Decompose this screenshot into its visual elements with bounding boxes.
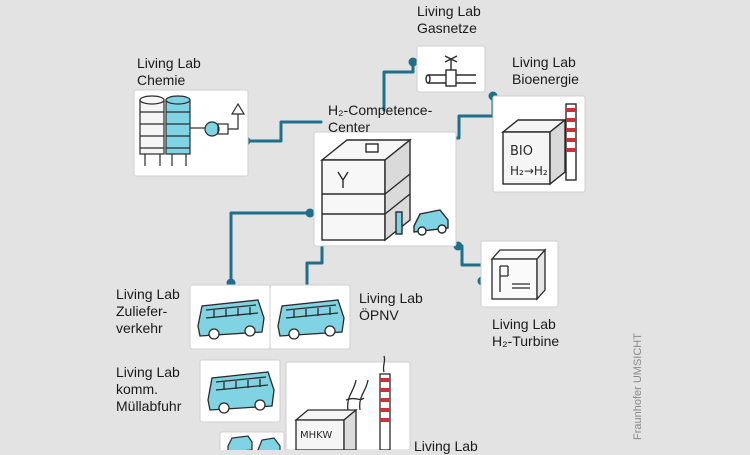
dot-zuliefer-top [305, 208, 315, 218]
label-center-line1: H₂-Competence- [328, 102, 433, 118]
label-turbine-line1: Living Lab [492, 316, 556, 332]
label-mhkw: Living Lab [414, 438, 478, 455]
bus-icon [197, 299, 265, 340]
label-zuliefer-line2: Zuliefer- [116, 303, 168, 319]
label-muellabfuhr-line1: Living Lab [116, 364, 180, 380]
label-chemie-line1: Living Lab [137, 55, 201, 71]
vehicle-icon [227, 435, 281, 450]
bus-icon [277, 299, 345, 340]
label-gasnetze: Living Lab Gasnetze [417, 3, 481, 37]
card-mhkw: MHKW [285, 355, 411, 450]
label-chemie: Living Lab Chemie [137, 55, 201, 89]
label-oepnv-line1: Living Lab [359, 290, 423, 306]
competence-center-building-icon [320, 138, 449, 242]
image-credit: Fraunhofer UMSICHT [632, 333, 644, 440]
label-zuliefer: Living Lab Zuliefer- verkehr [116, 286, 180, 337]
connector-zuliefer [229, 211, 312, 285]
bio-sketch-text-1: BIO [510, 144, 533, 159]
label-bioenergie-line1: Living Lab [512, 54, 576, 70]
label-gasnetze-line2: Gasnetze [417, 20, 477, 36]
label-center: H₂-Competence- Center [328, 102, 432, 136]
label-bioenergie: Living Lab Bioenergie [512, 54, 579, 88]
pipeline-valve-icon [425, 55, 476, 87]
label-oepnv-line2: ÖPNV [359, 307, 399, 323]
label-center-line2: Center [328, 119, 371, 135]
turbine-box-icon [490, 248, 547, 301]
card-chemie [133, 89, 249, 177]
label-bioenergie-line2: Bioenergie [512, 71, 579, 87]
bio-plant-icon [501, 103, 577, 186]
label-mhkw-line1: Living Lab [414, 438, 478, 454]
mhkw-sign-text: MHKW [300, 430, 332, 441]
card-oepnv [269, 284, 351, 350]
bus-icon [207, 371, 275, 414]
chemical-plant-icon [139, 95, 246, 166]
label-zuliefer-line1: Living Lab [116, 286, 180, 302]
card-partial-bottom [219, 431, 285, 450]
label-muellabfuhr: Living Lab komm. Müllabfuhr [116, 364, 181, 415]
connector-turbine [456, 244, 484, 283]
label-chemie-line2: Chemie [137, 72, 186, 88]
label-muellabfuhr-line2: komm. [116, 381, 158, 397]
label-turbine: Living Lab H₂-Turbine [492, 316, 559, 350]
connector-gasnetze [382, 60, 415, 112]
dot-gasnetze [408, 57, 418, 67]
connector-oepnv [305, 238, 324, 287]
bio-sketch-text-2: H₂→H₂ [510, 164, 548, 178]
card-gasnetze [416, 45, 486, 93]
card-zuliefer [189, 284, 271, 350]
card-turbine [480, 240, 559, 308]
label-turbine-line2: H₂-Turbine [492, 333, 560, 349]
label-zuliefer-line3: verkehr [116, 320, 163, 336]
waste-incinerator-icon [294, 355, 391, 450]
card-bioenergie: BIO H₂→H₂ [492, 95, 586, 193]
label-gasnetze-line1: Living Lab [417, 3, 481, 19]
card-center [313, 131, 457, 247]
label-muellabfuhr-line3: Müllabfuhr [116, 398, 182, 414]
label-oepnv: Living Lab ÖPNV [359, 290, 423, 324]
card-muellabfuhr [199, 359, 281, 423]
connector-chemie [244, 120, 323, 143]
